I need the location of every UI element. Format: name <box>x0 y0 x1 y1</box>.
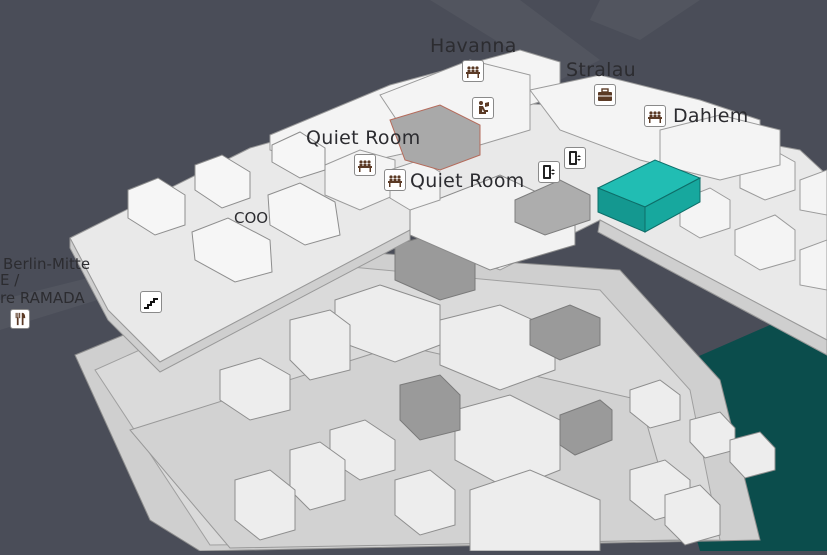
label-quiet-room-1[interactable]: Quiet Room <box>306 127 421 149</box>
office-icon[interactable] <box>594 84 616 106</box>
meeting-room-icon[interactable] <box>462 60 484 82</box>
label-quiet-room-2[interactable]: Quiet Room <box>410 170 525 192</box>
lower-blocks <box>219 284 776 552</box>
label-coo[interactable]: COO <box>234 209 269 227</box>
highlighted-room[interactable] <box>596 159 702 233</box>
meeting-room-icon[interactable] <box>354 154 376 176</box>
restaurant-icon[interactable] <box>10 309 30 329</box>
elevator-icon[interactable] <box>564 147 586 169</box>
stairs-icon[interactable] <box>140 291 162 313</box>
label-stralau[interactable]: Stralau <box>566 59 637 81</box>
label-e-slash: E / <box>0 271 20 289</box>
person-reading-icon[interactable] <box>472 97 494 119</box>
elevator-icon[interactable] <box>538 161 560 183</box>
quiet-room-block <box>389 104 481 171</box>
label-berlin-mitte: Berlin-Mitte <box>3 255 91 273</box>
meeting-room-icon[interactable] <box>384 169 406 191</box>
label-ramada: re RAMADA <box>0 289 85 307</box>
label-dahlem[interactable]: Dahlem <box>673 105 749 127</box>
meeting-room-icon[interactable] <box>644 105 666 127</box>
label-havanna[interactable]: Havanna <box>430 35 517 57</box>
gray-block <box>514 179 591 236</box>
left-blocks <box>127 131 341 283</box>
